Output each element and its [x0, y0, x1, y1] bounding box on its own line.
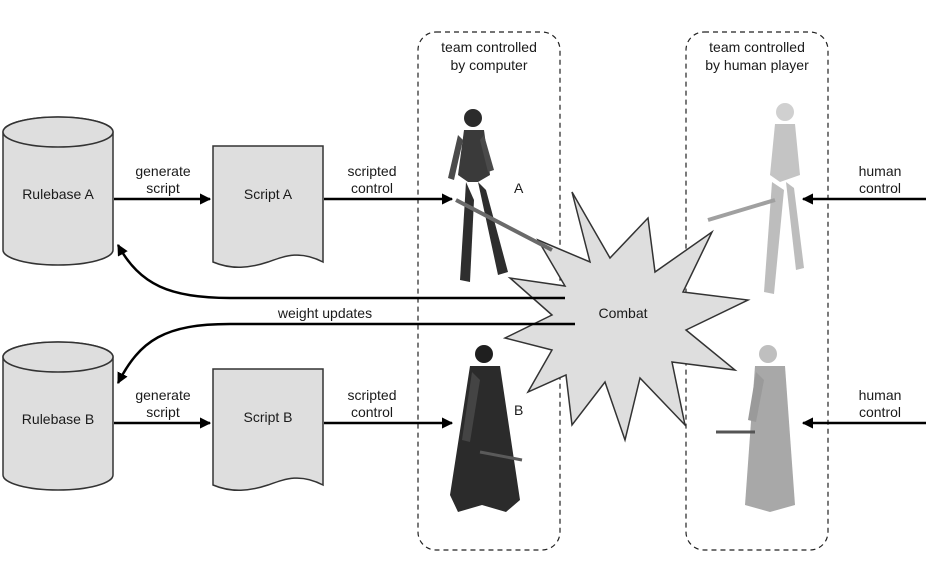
- rulebase-a-cylinder: Rulebase A: [2, 116, 114, 266]
- rulebase-b-cylinder: Rulebase B: [2, 341, 114, 491]
- computer-team-box: [417, 31, 561, 551]
- character-b-label: B: [514, 402, 523, 418]
- human-control-bottom-label-1: human: [859, 387, 902, 403]
- arrow-weight-update-b: [116, 322, 575, 385]
- script-a-document: Script A: [212, 145, 324, 268]
- generate-script-b-label-1: generate: [135, 387, 190, 403]
- arrow-weight-update-a: [116, 244, 565, 300]
- generate-script-a-label-2: script: [146, 180, 180, 196]
- human-team-label-line1: team controlled: [709, 39, 805, 55]
- character-a-figure: A: [448, 109, 553, 282]
- document-icon: [212, 368, 324, 491]
- combat-label: Combat: [598, 305, 647, 321]
- generate-script-a-label-1: generate: [135, 163, 190, 179]
- warrior-figure-icon: [716, 345, 795, 512]
- combat-burst: Combat: [502, 191, 751, 443]
- character-a-label: A: [514, 180, 524, 196]
- human-control-top-label-2: control: [859, 180, 901, 196]
- human-team-label-line2: by human player: [705, 57, 809, 73]
- scripted-control-a-label-2: control: [351, 180, 393, 196]
- human-character-1-figure: [707, 103, 804, 294]
- character-b-figure: B: [450, 345, 523, 512]
- scripted-control-a-label-1: scripted: [347, 163, 396, 179]
- warrior-figure-icon: [450, 345, 523, 512]
- scripted-control-b-label-1: scripted: [347, 387, 396, 403]
- scripted-control-b-label-2: control: [351, 404, 393, 420]
- human-character-2-figure: [716, 345, 795, 512]
- human-control-top-label-1: human: [859, 163, 902, 179]
- human-control-bottom-label-2: control: [859, 404, 901, 420]
- rulebase-a-label: Rulebase A: [22, 186, 94, 202]
- document-icon: [212, 145, 324, 268]
- weight-updates-label: weight updates: [277, 305, 372, 321]
- human-team-box: [685, 31, 829, 551]
- combat-burst-icon: [502, 191, 751, 443]
- script-a-label: Script A: [244, 186, 293, 202]
- generate-script-b-label-2: script: [146, 404, 180, 420]
- script-b-document: Script B: [212, 368, 324, 491]
- warrior-figure-icon: [448, 109, 553, 282]
- script-b-label: Script B: [243, 409, 292, 425]
- warrior-figure-icon: [707, 103, 804, 294]
- rulebase-b-label: Rulebase B: [22, 411, 94, 427]
- computer-team-label-line2: by computer: [450, 57, 527, 73]
- computer-team-label-line1: team controlled: [441, 39, 537, 55]
